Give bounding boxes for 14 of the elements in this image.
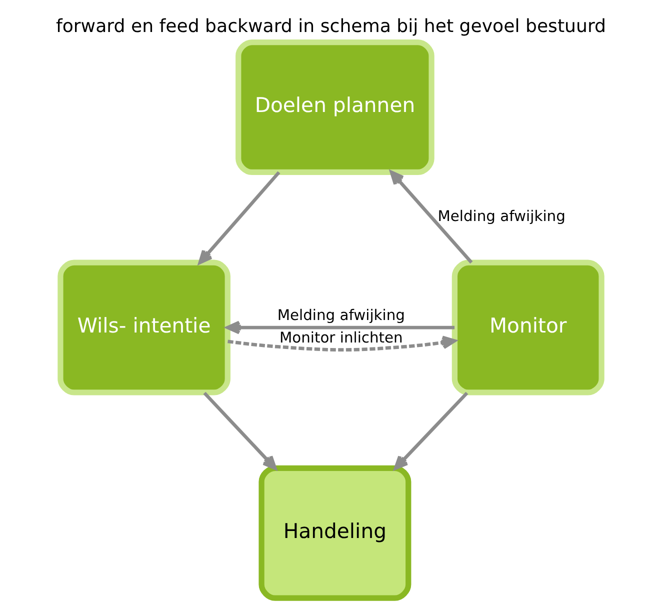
node-box: Wils- intentie (57, 260, 230, 396)
node-box: Monitor (451, 260, 604, 396)
diagram-title: forward en feed backward in schema bij het gevoel bestuurd (55, 16, 606, 37)
arrow (202, 392, 276, 470)
arrow (198, 171, 280, 264)
arrow (393, 392, 468, 470)
arrow (227, 336, 456, 352)
node-box: Handeling (258, 465, 411, 601)
arrow (226, 320, 454, 334)
edge-label: Melding afwijking (437, 208, 565, 226)
edge-label: Melding afwijking (276, 307, 404, 324)
arrow (389, 170, 472, 264)
edge-label: Monitor inlichten (278, 330, 402, 347)
node-box: Doelen plannen (235, 39, 434, 176)
